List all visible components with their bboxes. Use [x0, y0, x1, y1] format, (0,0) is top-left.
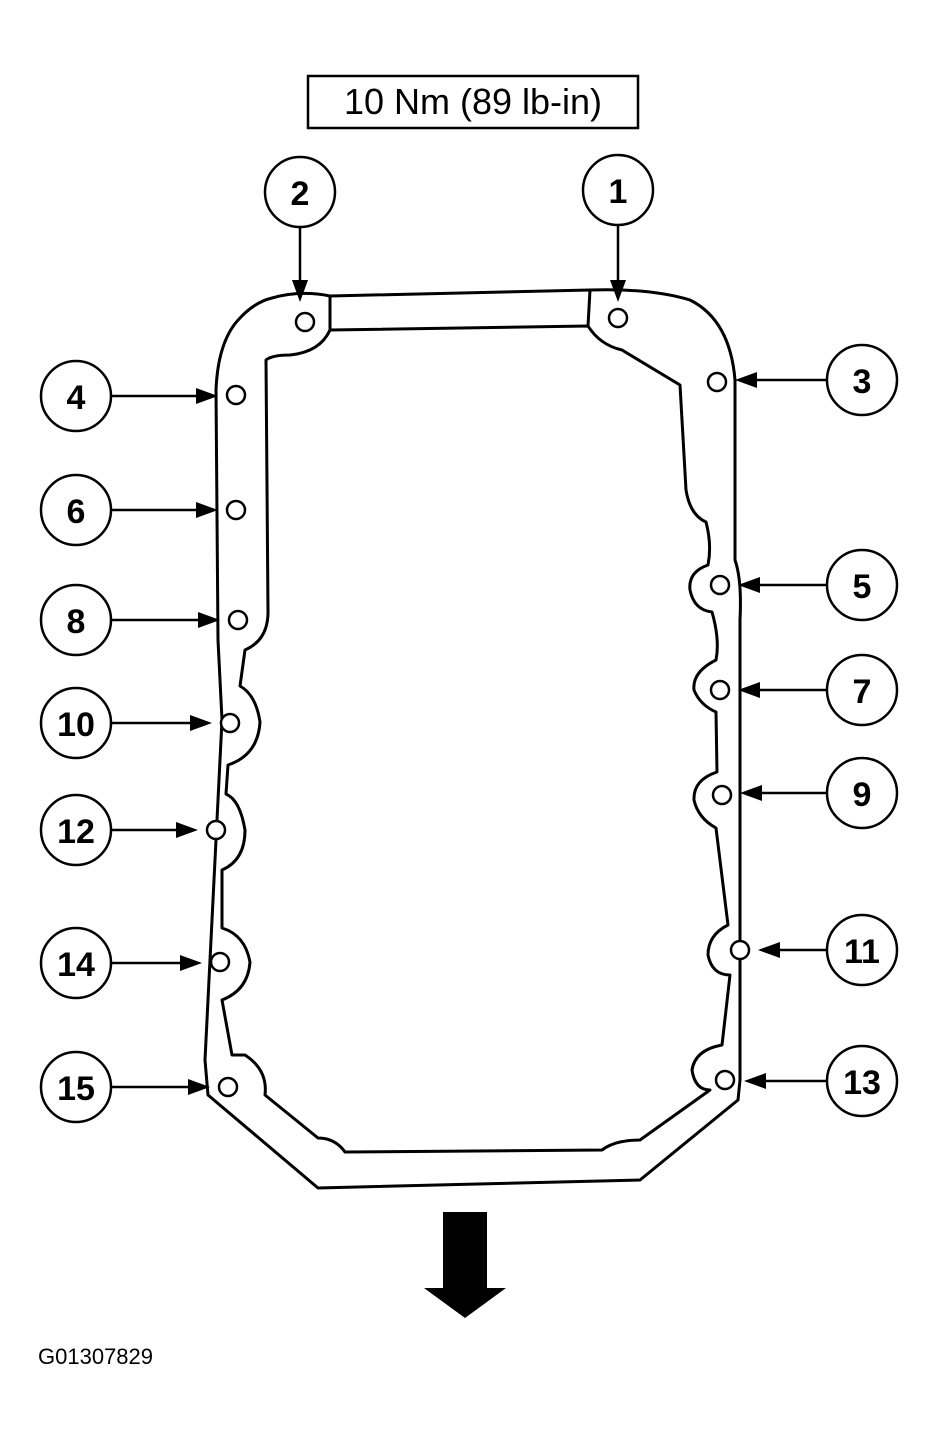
- gasket-outer-edge: [203, 288, 742, 1190]
- bolt-hole-12: [205, 819, 227, 841]
- callout-10: 10: [39, 686, 212, 760]
- bolt-hole-6: [225, 499, 247, 521]
- callout-label: 12: [57, 813, 95, 851]
- callout-3: 3: [735, 343, 899, 417]
- callout-label: 11: [844, 933, 880, 971]
- callout-label: 7: [853, 673, 872, 711]
- callout-13: 13: [744, 1044, 899, 1118]
- callout-label: 14: [57, 946, 95, 984]
- bolt-hole-1: [607, 307, 629, 329]
- bolt-hole-2: [294, 311, 316, 333]
- bolt-hole-10: [219, 712, 241, 734]
- callout-label: 3: [853, 363, 872, 401]
- callout-label: 10: [57, 706, 95, 744]
- bolt-hole-7: [709, 679, 731, 701]
- callout-8: 8: [39, 583, 220, 657]
- bolt-hole-13: [714, 1069, 736, 1091]
- callout-4: 4: [39, 359, 218, 433]
- bolt-hole-14: [209, 951, 231, 973]
- figure-id: G01307829: [38, 1344, 153, 1369]
- callouts: 1 2 3 4 5: [39, 153, 899, 1124]
- callout-12: 12: [39, 793, 198, 867]
- torque-spec-text: 10 Nm (89 lb-in): [344, 81, 602, 122]
- callout-14: 14: [39, 926, 202, 1000]
- callout-label: 1: [609, 173, 628, 211]
- callout-label: 15: [57, 1070, 95, 1108]
- bolt-hole-8: [227, 609, 249, 631]
- gasket-inner-edge: [220, 324, 732, 1154]
- bolt-hole-15: [217, 1076, 239, 1098]
- callout-2: 2: [263, 155, 337, 302]
- callout-label: 13: [843, 1064, 881, 1102]
- callout-15: 15: [39, 1050, 210, 1124]
- bolt-holes: [205, 307, 751, 1098]
- front-direction-arrow-icon: [424, 1212, 506, 1318]
- callout-7: 7: [738, 653, 899, 727]
- callout-label: 4: [67, 379, 86, 417]
- callout-label: 9: [853, 776, 872, 814]
- callout-label: 2: [291, 175, 310, 213]
- torque-spec-box: 10 Nm (89 lb-in): [306, 74, 640, 130]
- bolt-hole-3: [706, 371, 728, 393]
- callout-6: 6: [39, 473, 218, 547]
- callout-5: 5: [738, 548, 899, 622]
- callout-label: 8: [67, 603, 86, 641]
- bolt-hole-5: [709, 574, 731, 596]
- callout-11: 11: [758, 913, 899, 987]
- bolt-hole-9: [711, 784, 733, 806]
- callout-1: 1: [581, 153, 655, 302]
- bolt-hole-4: [225, 384, 247, 406]
- callout-label: 5: [853, 568, 872, 606]
- callout-label: 6: [67, 493, 86, 531]
- gasket-outline: [203, 288, 742, 1190]
- bolt-hole-11: [729, 939, 751, 961]
- callout-9: 9: [740, 756, 899, 830]
